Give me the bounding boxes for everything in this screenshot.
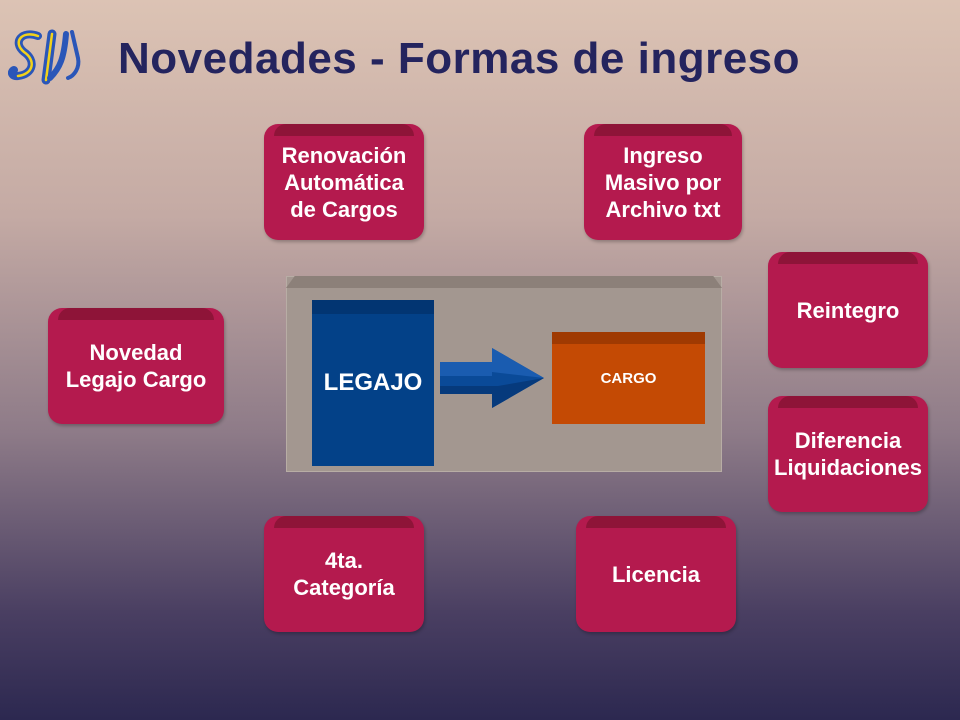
cargo-block: CARGO [552, 332, 705, 424]
form-box-label: 4ta. Categoría [293, 548, 395, 600]
form-box-label: Renovación Automática de Cargos [281, 142, 407, 222]
legajo-block: LEGAJO [312, 300, 434, 466]
form-box-licencia: Licencia [576, 516, 736, 632]
form-box-diferencia-liquidaciones: Diferencia Liquidaciones [768, 396, 928, 512]
form-box-label: Novedad Legajo Cargo [65, 340, 207, 392]
legajo-label: LEGAJO [323, 369, 423, 396]
page-title: Novedades - Formas de ingreso [118, 34, 801, 83]
cargo-label: CARGO [600, 369, 657, 387]
form-box-cuarta-categoria: 4ta. Categoría [264, 516, 424, 632]
arrow-right-icon [440, 348, 544, 408]
form-box-label: Diferencia Liquidaciones [774, 428, 922, 480]
form-box-renovacion: Renovación Automática de Cargos [264, 124, 424, 240]
form-box-reintegro: Reintegro [768, 252, 928, 368]
si-logo [8, 29, 81, 85]
form-box-ingreso-masivo: Ingreso Masivo por Archivo txt [584, 124, 742, 240]
form-box-label: Ingreso Masivo por Archivo txt [604, 142, 722, 222]
form-box-label: Licencia [611, 561, 701, 587]
form-box-novedad-legajo-cargo: Novedad Legajo Cargo [48, 308, 224, 424]
form-box-label: Reintegro [796, 297, 900, 323]
